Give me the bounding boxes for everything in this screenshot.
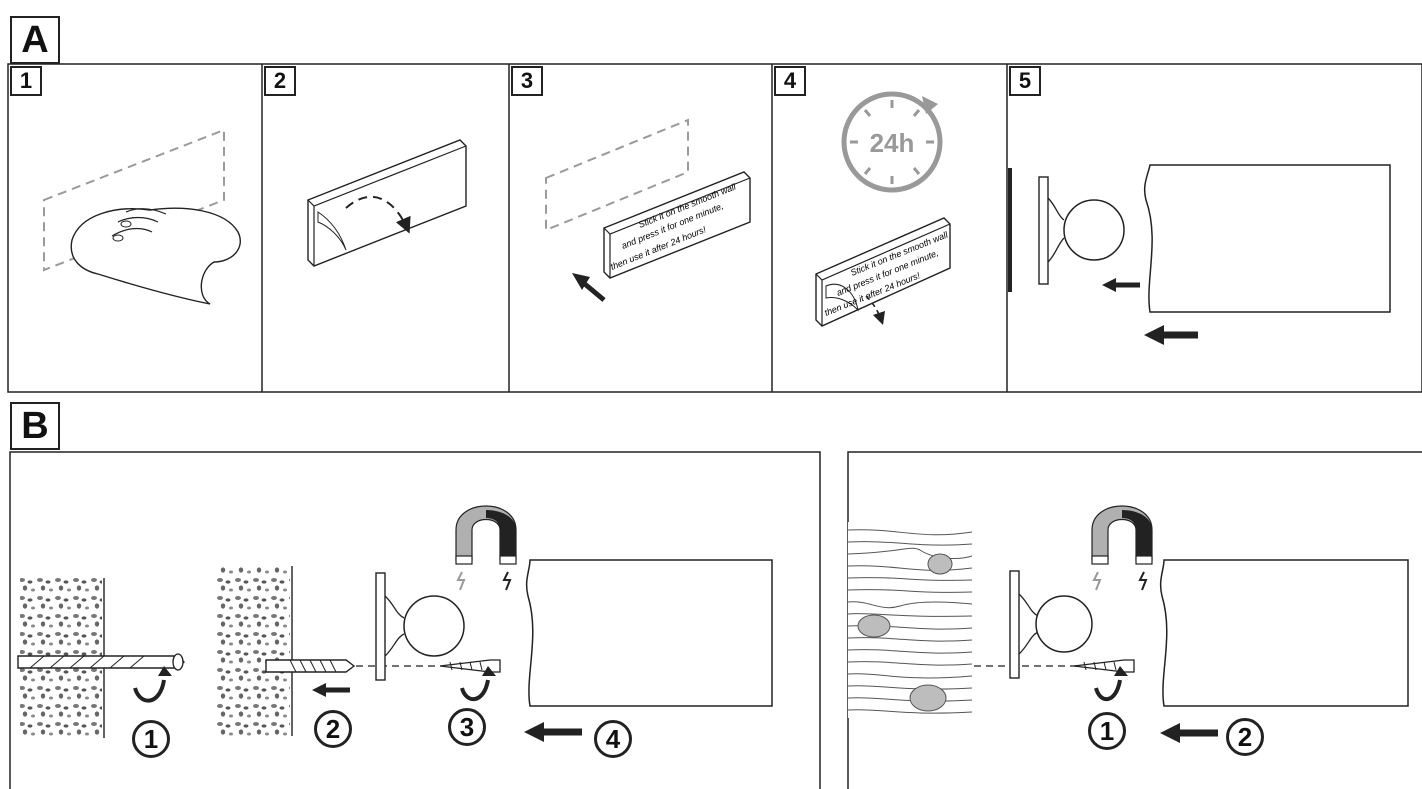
step-badge-2: 2 bbox=[264, 66, 296, 96]
magnet-icon bbox=[455, 505, 517, 591]
panel-a3-illustration: Stick it on the smooth wall and press it… bbox=[545, 118, 751, 302]
b-left-step-3: 3 bbox=[448, 708, 486, 746]
magnet-right-icon bbox=[1091, 505, 1153, 591]
section-a-frame bbox=[7, 63, 1422, 393]
b-right-step-2: 2 bbox=[1226, 718, 1264, 756]
hook-screw-right-illustration bbox=[974, 570, 1135, 701]
b-left-step-4: 4 bbox=[594, 720, 632, 758]
step-badge-5: 5 bbox=[1009, 66, 1041, 96]
panel-a5-illustration bbox=[1008, 164, 1391, 345]
wood-wall-illustration bbox=[847, 522, 973, 718]
b-right-step-1: 1 bbox=[1088, 712, 1126, 750]
curtain-panel-b-right bbox=[1159, 559, 1409, 743]
section-b-left-frame bbox=[9, 451, 821, 789]
step-badge-1: 1 bbox=[10, 66, 42, 96]
panel-a4-illustration: 24h Stick it on the smooth wall and pres… bbox=[815, 91, 951, 327]
dowel-illustration bbox=[216, 566, 356, 736]
b-left-step-1: 1 bbox=[132, 720, 170, 758]
section-b-badge: B bbox=[10, 402, 60, 450]
drill-wall-illustration bbox=[17, 578, 185, 738]
panel-a2-illustration bbox=[307, 139, 467, 267]
section-a-badge: A bbox=[10, 16, 60, 64]
hook-screw-illustration bbox=[356, 572, 501, 701]
step-badge-3: 3 bbox=[511, 66, 543, 96]
step-badge-4: 4 bbox=[774, 66, 806, 96]
curtain-panel-b-left bbox=[524, 559, 773, 742]
b-left-step-2: 2 bbox=[314, 710, 352, 748]
panel-a1-illustration bbox=[43, 128, 241, 305]
timer-label: 24h bbox=[870, 128, 915, 158]
